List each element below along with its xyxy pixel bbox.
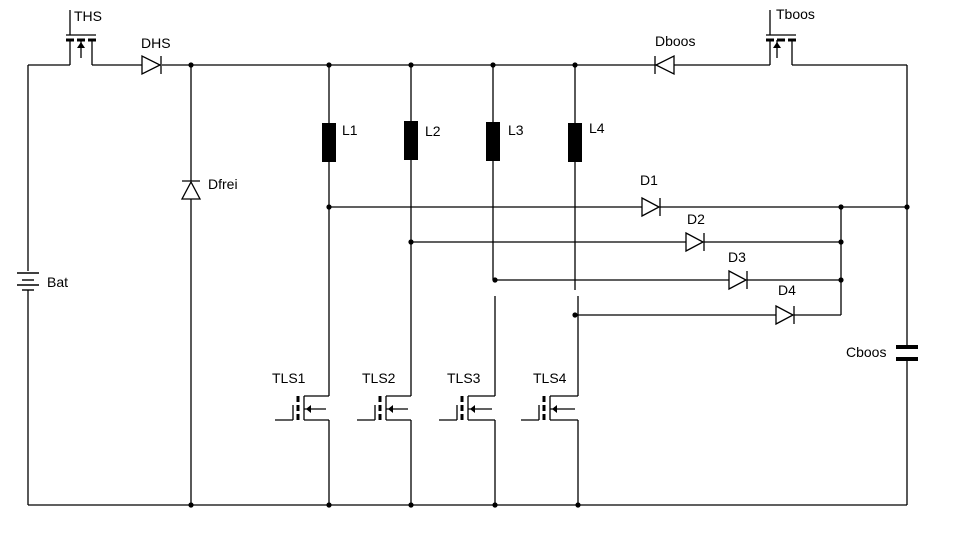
diode-dhs: DHS [141, 35, 171, 76]
junction-dots [188, 62, 910, 508]
dboos-label: Dboos [655, 33, 695, 49]
transistor-tboos: Tboos [766, 6, 815, 65]
inductor-l3: L3 [486, 122, 524, 161]
diode-d3: D3 [728, 249, 748, 291]
d3-label: D3 [728, 249, 746, 265]
l3-label: L3 [508, 122, 524, 138]
inductor-l2: L2 [404, 121, 441, 160]
l1-label: L1 [342, 122, 358, 138]
diode-dboos: Dboos [654, 33, 695, 76]
transistor-tls1: TLS1 [272, 370, 330, 505]
cboos-label: Cboos [846, 344, 886, 360]
transistor-tls2: TLS2 [357, 370, 412, 505]
diode-d4: D4 [775, 282, 796, 326]
d4-label: D4 [778, 282, 796, 298]
tls3-label: TLS3 [447, 370, 481, 386]
inductor-l1: L1 [322, 122, 358, 162]
transistor-tls4: TLS4 [521, 370, 579, 505]
d1-label: D1 [640, 172, 658, 188]
transistor-tls3: TLS3 [439, 370, 496, 505]
d2-label: D2 [687, 211, 705, 227]
bat-label: Bat [47, 274, 68, 290]
l4-label: L4 [589, 120, 605, 136]
dhs-label: DHS [141, 35, 171, 51]
battery-bat: Bat [17, 272, 68, 291]
tls1-label: TLS1 [272, 370, 306, 386]
inductor-l4: L4 [568, 120, 605, 162]
capacitor-cboos: Cboos [846, 344, 918, 361]
transistor-ths: THS [66, 8, 102, 65]
diode-dfrei: Dfrei [180, 176, 238, 200]
diode-d1: D1 [640, 172, 661, 218]
dfrei-label: Dfrei [208, 176, 238, 192]
tls2-label: TLS2 [362, 370, 396, 386]
wires [27, 64, 908, 506]
tls4-label: TLS4 [533, 370, 567, 386]
l2-label: L2 [425, 123, 441, 139]
diode-d2: D2 [685, 211, 705, 253]
tboos-label: Tboos [776, 6, 815, 22]
ths-label: THS [74, 8, 102, 24]
